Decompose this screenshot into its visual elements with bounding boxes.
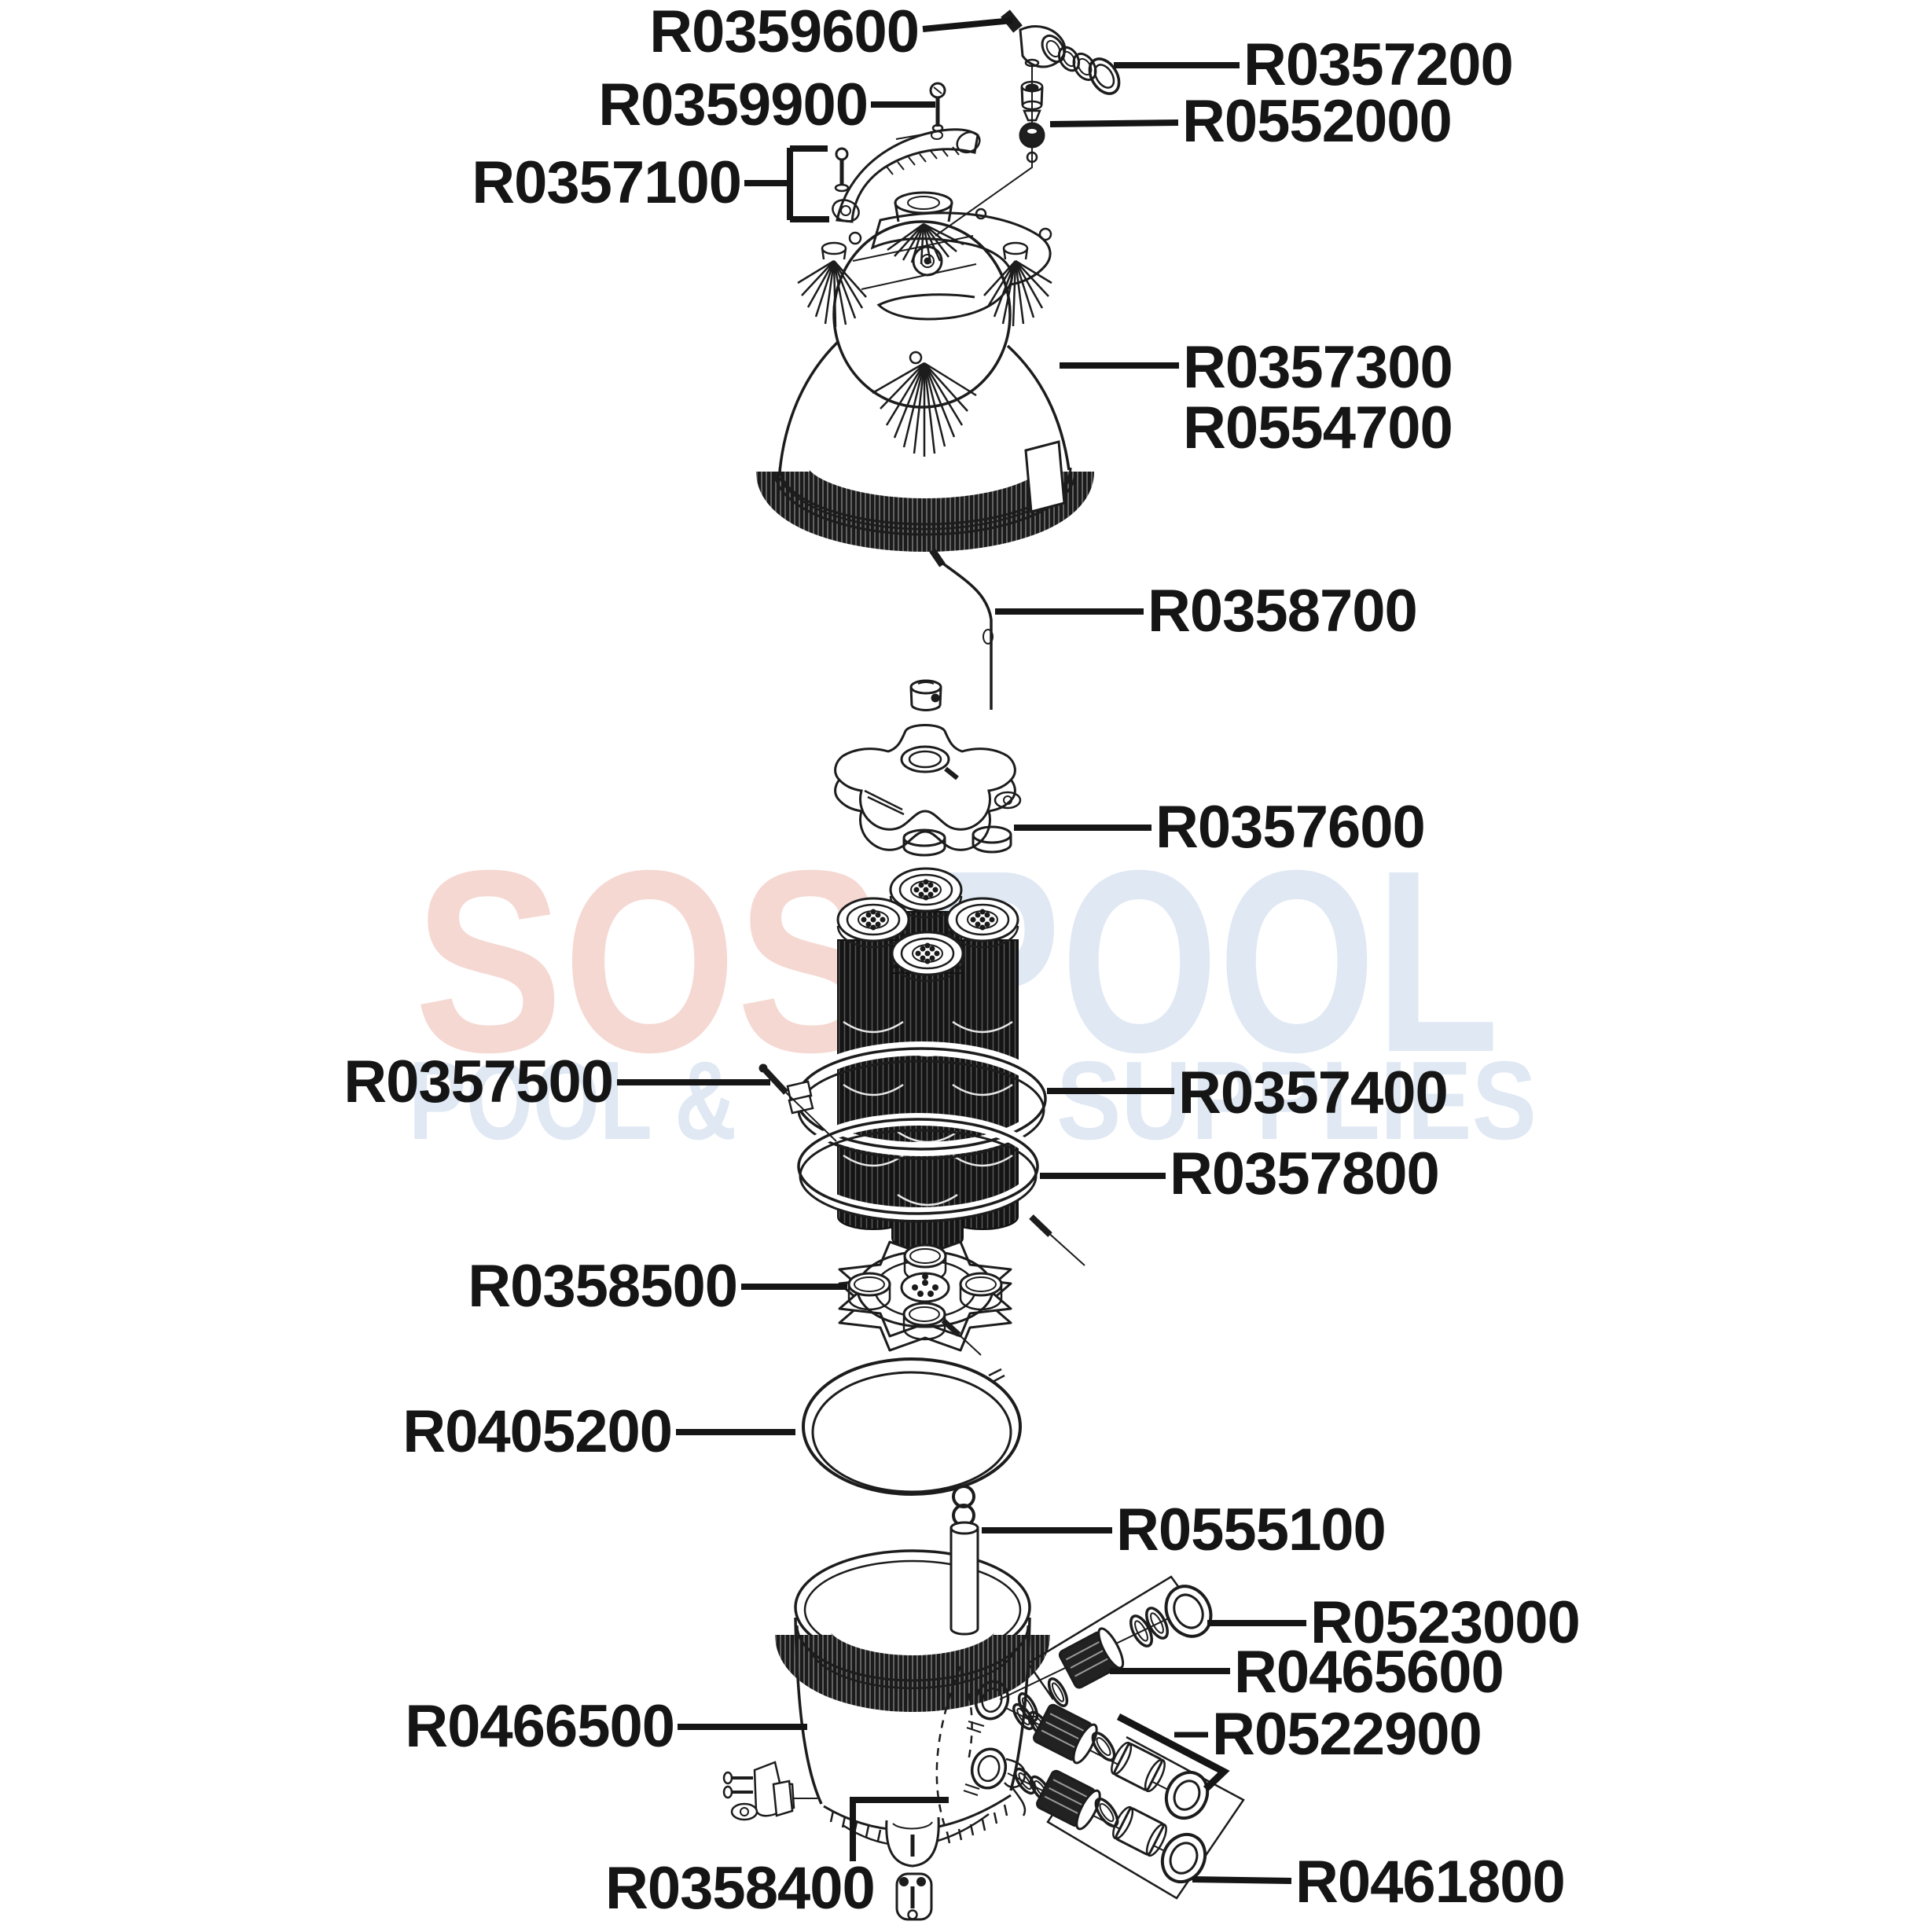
part-label-r0357100: R0357100 — [472, 149, 742, 216]
part-label-r0554700: R0554700 — [1183, 395, 1453, 461]
mounting-bracket — [722, 1761, 817, 1821]
part-label-r0357500: R0357500 — [343, 1049, 614, 1115]
left-starburst — [797, 241, 867, 328]
tank-oring — [802, 1357, 1022, 1496]
filter-lid — [756, 191, 1094, 552]
fitting-group-mid — [1012, 1702, 1210, 1820]
band-screw-lower — [1029, 1214, 1085, 1266]
part-label-r0461800: R0461800 — [1295, 1849, 1566, 1915]
part-label-r0357300: R0357300 — [1183, 334, 1453, 401]
leader-lines — [617, 17, 1306, 1884]
part-label-r0466500: R0466500 — [405, 1693, 675, 1760]
part-label-r0359900: R0359900 — [598, 72, 869, 138]
bulkhead-fittings — [999, 1575, 1245, 1900]
part-label-r0357600: R0357600 — [1155, 794, 1426, 861]
part-label-r0358700: R0358700 — [1148, 578, 1418, 645]
part-label-r0358400: R0358400 — [605, 1855, 876, 1922]
watermark-pool: POOL — [926, 816, 1500, 1106]
center-starburst — [872, 362, 977, 457]
part-label-r0552000: R0552000 — [1182, 88, 1453, 155]
bottom-manifold — [838, 1240, 1012, 1356]
standpipe — [949, 1485, 979, 1636]
bottom-tank — [722, 1549, 1050, 1921]
fitting-group-outlet — [1014, 1767, 1207, 1884]
air-bleed-tube — [929, 548, 994, 710]
part-label-r0465600: R0465600 — [1234, 1639, 1504, 1706]
watermark-sos: SOS — [414, 816, 886, 1106]
watermark-pool-amp: POOL & — [409, 1038, 737, 1163]
right-starburst — [983, 241, 1052, 327]
part-label-r0555100: R0555100 — [1116, 1497, 1387, 1563]
cartridge-caps — [836, 867, 1019, 983]
part-label-r0357400: R0357400 — [1178, 1060, 1449, 1126]
backup-ring — [792, 1113, 1044, 1223]
tank-ports — [963, 1680, 1027, 1816]
lid-handle — [832, 82, 981, 223]
watermark-supplies: SUPPLIES — [1056, 1038, 1537, 1163]
part-label-r0359600: R0359600 — [649, 0, 920, 65]
band-screw — [758, 1063, 837, 1142]
part-label-r0358500: R0358500 — [468, 1253, 738, 1320]
part-label-r0357200: R0357200 — [1243, 31, 1514, 98]
part-label-r0522900: R0522900 — [1212, 1701, 1482, 1768]
part-label-r0405200: R0405200 — [402, 1398, 673, 1465]
foot-teeth — [829, 1804, 1008, 1844]
part-label-r0357800: R0357800 — [1170, 1140, 1440, 1207]
fitting-group-inlet — [1017, 1585, 1213, 1722]
coupling-sleeve — [909, 679, 942, 711]
part-label-r0523000: R0523000 — [1310, 1589, 1581, 1656]
clamp-band — [786, 1041, 1052, 1160]
star-knob — [834, 724, 1022, 857]
cartridge-cluster — [758, 867, 1085, 1266]
